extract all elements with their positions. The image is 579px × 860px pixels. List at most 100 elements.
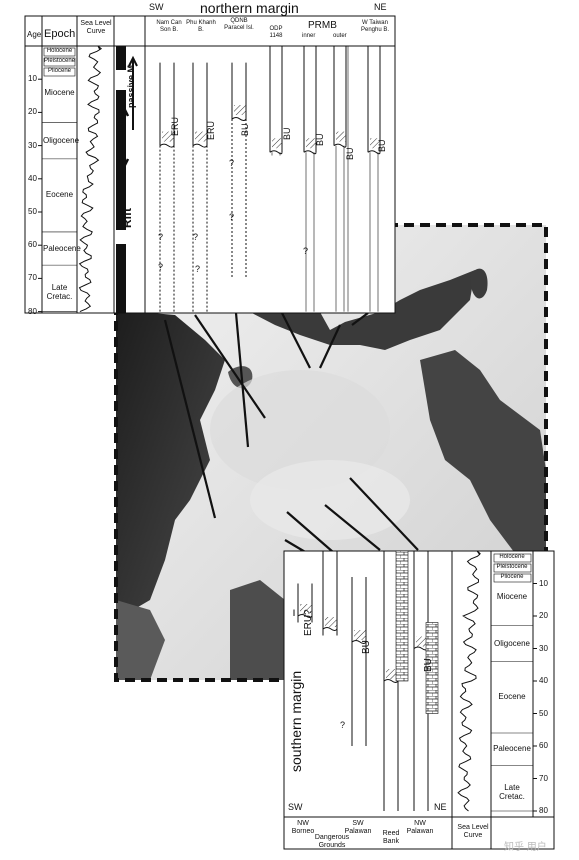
south-age-label: 60 bbox=[539, 741, 548, 750]
south-column-hatch bbox=[300, 604, 312, 614]
north-age-header: Age bbox=[27, 30, 42, 39]
south-unconformity bbox=[297, 614, 313, 618]
south-age-label: 50 bbox=[539, 708, 548, 718]
south-epoch-label: Paleocene bbox=[493, 744, 531, 754]
south-question: ? bbox=[340, 720, 346, 730]
north-phase-rift: Rift bbox=[120, 208, 134, 228]
north-phase-passive: passive M. bbox=[126, 62, 136, 108]
north-unconf-bu-3: BU bbox=[315, 133, 325, 146]
north-question-7: ? bbox=[303, 246, 309, 256]
north-epoch-box bbox=[43, 57, 76, 67]
south-col-reed-bank: Reed Bank bbox=[382, 830, 400, 845]
south-carbonate-platform bbox=[395, 550, 409, 682]
north-unconf-eru-1: ERU bbox=[170, 116, 180, 136]
south-col-nw-borneo: NW Borneo bbox=[291, 820, 315, 835]
south-age-label: 40 bbox=[539, 676, 548, 685]
map-section-line bbox=[349, 477, 419, 551]
south-age-label: 30 bbox=[539, 643, 548, 653]
watermark: 知乎 用户 bbox=[504, 842, 547, 853]
south-col-sw-palawan: SW Palawan bbox=[344, 820, 372, 835]
south-unconf-eru: ERU? bbox=[303, 609, 314, 636]
south-column-hatch bbox=[386, 669, 398, 679]
north-age-label: 50 bbox=[28, 207, 37, 216]
north-question-6: ? bbox=[229, 212, 235, 222]
north-unconf-bu-4: BU bbox=[345, 147, 355, 160]
south-carbonate-platform bbox=[425, 622, 439, 714]
north-unconf-eru-2: ERU bbox=[206, 120, 216, 140]
north-phase-drift: Drift bbox=[116, 111, 127, 132]
north-epoch-label: Pliocene bbox=[47, 67, 71, 74]
south-epoch-label: Late Cretac. bbox=[499, 783, 525, 802]
north-column-hatch bbox=[370, 138, 380, 149]
north-age-label: 20 bbox=[28, 107, 37, 117]
north-column-hatch bbox=[306, 138, 316, 149]
north-epoch-label: Late Cretac. bbox=[46, 283, 73, 302]
north-epoch-box bbox=[43, 67, 76, 77]
north-question-5: ? bbox=[229, 158, 235, 168]
north-sea-level-header: Sea Level Curve bbox=[80, 20, 112, 35]
south-sw-label: SW bbox=[288, 802, 303, 812]
south-epoch-label: Pliocene bbox=[500, 573, 524, 580]
north-column-hatch bbox=[272, 138, 282, 149]
north-question-1: ? bbox=[158, 232, 164, 242]
south-epoch-label: Oligocene bbox=[493, 638, 531, 648]
north-ne-label: NE bbox=[374, 2, 387, 12]
south-epoch-label: Miocene bbox=[496, 591, 528, 601]
north-epoch-label: Holocene bbox=[46, 47, 73, 54]
map-land-malay bbox=[116, 600, 165, 680]
south-age-label: 80 bbox=[539, 806, 548, 815]
south-unconf-bu-1: BU bbox=[361, 640, 372, 654]
north-col-nam-can-son: Nam Can Son B. bbox=[156, 20, 182, 33]
north-epoch-label: Miocene bbox=[44, 87, 75, 97]
north-age-label: 70 bbox=[28, 273, 37, 283]
map-land-china bbox=[250, 270, 475, 350]
north-unconf-bu-1: BU bbox=[240, 123, 250, 136]
north-question-4: ? bbox=[195, 264, 201, 274]
north-col-phu-khanh: Phu Khanh B. bbox=[186, 20, 216, 33]
south-epoch-label: Holocene bbox=[499, 553, 525, 560]
north-column-hatch bbox=[195, 131, 207, 142]
map-section-line bbox=[163, 319, 217, 519]
north-epoch-header: Epoch bbox=[44, 28, 76, 40]
north-question-3: ? bbox=[158, 262, 164, 272]
north-col-prmb-outer: outer bbox=[333, 33, 347, 39]
north-title: northern margin bbox=[200, 0, 299, 16]
north-col-odp: ODP 1148 bbox=[269, 26, 283, 39]
south-epoch-label: Eocene bbox=[498, 692, 526, 702]
south-age-label: 20 bbox=[539, 611, 548, 620]
map-section-line bbox=[319, 324, 341, 369]
north-epoch-label: Pleistocene bbox=[43, 57, 76, 64]
map-section-line bbox=[194, 314, 266, 419]
north-sw-label: SW bbox=[149, 2, 164, 12]
north-question-2: ? bbox=[193, 232, 199, 242]
north-column-hatch bbox=[336, 131, 346, 142]
map-land-borneo bbox=[230, 580, 285, 680]
southern-panel bbox=[283, 550, 555, 850]
north-column-hatch bbox=[162, 131, 174, 142]
north-column-hatch bbox=[234, 105, 246, 116]
north-col-prmb: PRMB bbox=[308, 20, 337, 31]
north-unconformity bbox=[231, 117, 247, 122]
northern-panel bbox=[24, 15, 396, 314]
north-unconf-bu-2: BU bbox=[282, 127, 292, 140]
south-epoch-box bbox=[493, 563, 532, 573]
north-unconformity bbox=[367, 150, 381, 155]
south-col-nw-palawan: NW Palawan bbox=[406, 820, 434, 835]
north-epoch-label: Eocene bbox=[45, 190, 74, 200]
south-column-hatch bbox=[325, 617, 337, 627]
north-unconf-bu-5: BU bbox=[377, 139, 387, 152]
north-unconformity bbox=[303, 150, 317, 155]
south-sea-level-header: Sea Level Curve bbox=[457, 824, 489, 839]
south-age-label: 70 bbox=[539, 773, 548, 783]
south-col-dangerous-grounds: Dangerous Grounds bbox=[314, 834, 350, 849]
north-unconformity bbox=[192, 143, 208, 148]
north-sea-level-curve bbox=[78, 45, 103, 313]
map-land-indochina bbox=[116, 310, 225, 620]
north-age-label: 40 bbox=[28, 173, 37, 183]
south-ne-label: NE bbox=[434, 802, 447, 812]
map-land-philippines bbox=[420, 350, 546, 560]
north-col-w-taiwan: W Taiwan Penghu B. bbox=[360, 20, 390, 33]
south-unconf-bu-2: BU bbox=[423, 658, 434, 672]
south-unconformity bbox=[383, 679, 399, 683]
